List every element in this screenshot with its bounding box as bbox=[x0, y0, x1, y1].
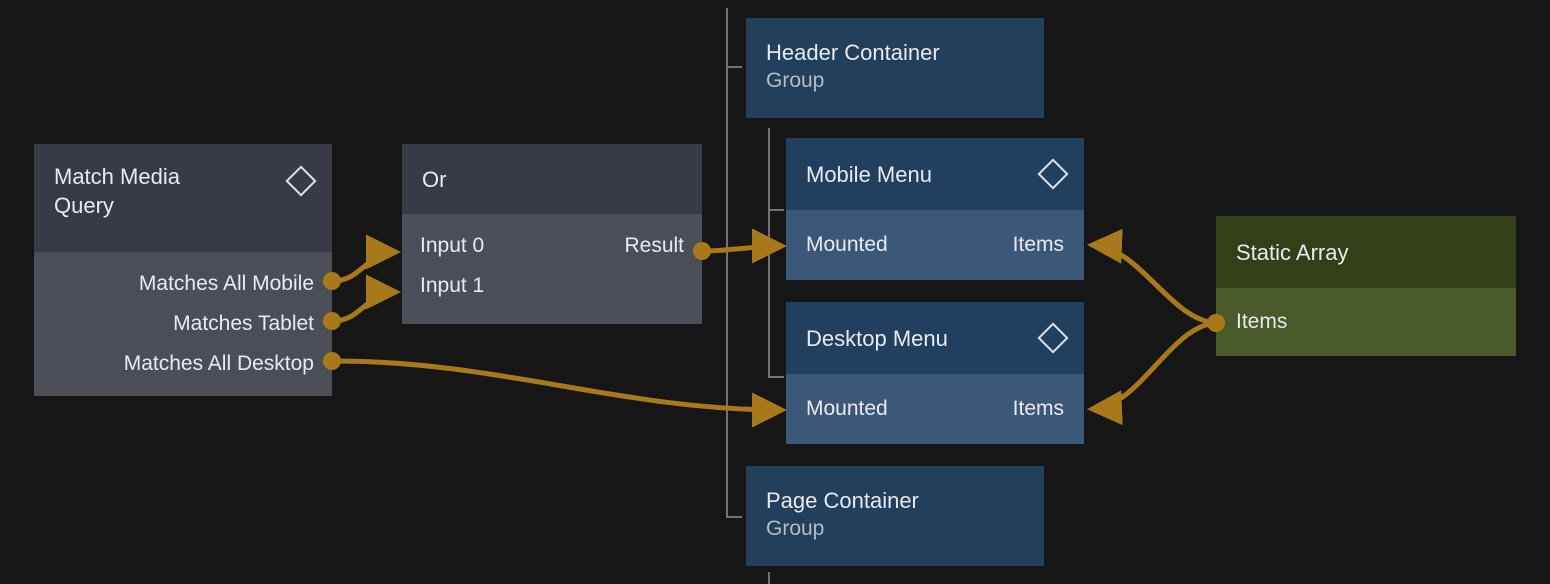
diamond-icon bbox=[1037, 322, 1069, 354]
port-label-desktop-mounted: Mounted bbox=[806, 397, 888, 420]
node-or[interactable]: Or Input 0 Result Input 1 bbox=[402, 144, 702, 324]
port-label-matches-tablet: Matches Tablet bbox=[173, 312, 314, 335]
port-row-matches-tablet[interactable]: Matches Tablet bbox=[52, 304, 314, 344]
node-header-or[interactable]: Or bbox=[402, 144, 702, 214]
node-body-match-media-query: Matches All Mobile Matches Tablet Matche… bbox=[34, 252, 332, 396]
wire-result-to-mobile-mounted bbox=[703, 228, 787, 264]
node-body-or: Input 0 Result Input 1 bbox=[402, 214, 702, 324]
node-header-match-media-query[interactable]: Match Media Query bbox=[34, 144, 332, 252]
port-label-matches-all-desktop: Matches All Desktop bbox=[123, 352, 314, 375]
node-title-mobile-menu: Mobile Menu bbox=[806, 161, 932, 187]
node-title-or: Or bbox=[422, 166, 447, 192]
node-title-match-media-query: Match Media Query bbox=[54, 164, 180, 218]
port-row-desktop-mounted-items[interactable]: Mounted Items bbox=[806, 395, 1064, 423]
tree-branch-mobile-menu bbox=[768, 209, 784, 211]
node-subtitle-header-container: Group bbox=[766, 69, 825, 92]
node-body-static-array: Items bbox=[1216, 288, 1516, 356]
tree-trunk-inner bbox=[768, 128, 770, 378]
tree-branch-header-container bbox=[726, 66, 742, 68]
node-static-array[interactable]: Static Array Items bbox=[1216, 216, 1516, 356]
node-title-header-container: Header Container bbox=[766, 40, 940, 65]
port-dot-static-array-items[interactable] bbox=[1207, 314, 1225, 332]
node-match-media-query[interactable]: Match Media Query Matches All Mobile Mat… bbox=[34, 144, 332, 396]
node-header-static-array[interactable]: Static Array bbox=[1216, 216, 1516, 288]
wire-tablet-to-input1 bbox=[333, 274, 401, 324]
diamond-icon bbox=[285, 165, 317, 197]
diamond-icon bbox=[1037, 158, 1069, 190]
port-label-result: Result bbox=[624, 234, 684, 257]
port-label-matches-all-mobile: Matches All Mobile bbox=[138, 272, 314, 295]
tree-branch-desktop-menu bbox=[768, 376, 784, 378]
node-subtitle-page-container: Group bbox=[766, 517, 825, 540]
tree-trunk-continuation bbox=[768, 572, 770, 584]
port-label-input0: Input 0 bbox=[420, 234, 485, 257]
port-row-matches-all-mobile[interactable]: Matches All Mobile bbox=[52, 264, 314, 304]
port-dot-matches-tablet[interactable] bbox=[323, 312, 341, 330]
node-mobile-menu[interactable]: Mobile Menu Mounted Items bbox=[786, 138, 1084, 280]
port-row-mobile-mounted-items[interactable]: Mounted Items bbox=[806, 231, 1064, 259]
port-dot-matches-all-mobile[interactable] bbox=[323, 272, 341, 290]
wire-desktop-to-desktop-mounted bbox=[333, 358, 787, 428]
port-label-mobile-mounted: Mounted bbox=[806, 233, 888, 256]
node-desktop-menu[interactable]: Desktop Menu Mounted Items bbox=[786, 302, 1084, 444]
port-row-matches-all-desktop[interactable]: Matches All Desktop bbox=[52, 344, 314, 384]
tree-trunk-outer bbox=[726, 8, 728, 518]
wire-array-to-mobile-items bbox=[1087, 228, 1217, 326]
node-title-desktop-menu: Desktop Menu bbox=[806, 325, 948, 351]
node-title-static-array: Static Array bbox=[1236, 239, 1349, 265]
node-title-page-container: Page Container bbox=[766, 488, 919, 513]
port-row-input1[interactable]: Input 1 bbox=[420, 266, 684, 306]
node-header-container[interactable]: Header Container Group bbox=[746, 18, 1044, 118]
node-page-container[interactable]: Page Container Group bbox=[746, 466, 1044, 566]
node-header-desktop-menu[interactable]: Desktop Menu bbox=[786, 302, 1084, 374]
port-dot-result[interactable] bbox=[693, 242, 711, 260]
wire-mobile-to-input0 bbox=[333, 234, 401, 284]
tree-branch-page-container bbox=[726, 516, 742, 518]
port-label-input1: Input 1 bbox=[420, 274, 485, 297]
port-label-mobile-items: Items bbox=[1012, 233, 1064, 256]
port-row-input0-result[interactable]: Input 0 Result bbox=[420, 226, 684, 266]
node-body-desktop-menu: Mounted Items bbox=[786, 374, 1084, 444]
node-header-mobile-menu[interactable]: Mobile Menu bbox=[786, 138, 1084, 210]
wire-array-to-desktop-items bbox=[1087, 320, 1217, 426]
port-dot-matches-all-desktop[interactable] bbox=[323, 352, 341, 370]
node-body-mobile-menu: Mounted Items bbox=[786, 210, 1084, 280]
port-label-static-array-items: Items bbox=[1236, 310, 1288, 333]
port-label-desktop-items: Items bbox=[1012, 397, 1064, 420]
